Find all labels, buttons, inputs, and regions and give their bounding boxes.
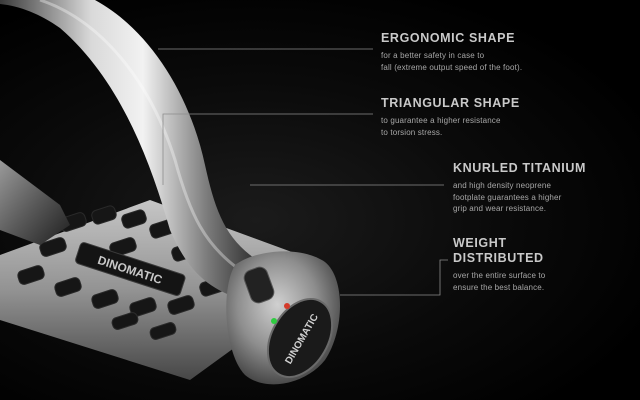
- callout-desc: over the entire surface to ensure the be…: [453, 270, 613, 293]
- leader-lines: [158, 48, 448, 296]
- leader-triangular: [162, 113, 373, 185]
- desc-line: footplate guarantees a higher: [453, 192, 562, 202]
- desc-line: to torsion stress.: [381, 127, 443, 137]
- callout-desc: to guarantee a higher resistance to tors…: [381, 115, 571, 138]
- callout-ergonomic-shape: ERGONOMIC SHAPE for a better safety in c…: [381, 31, 581, 73]
- left-arm: [0, 160, 70, 245]
- desc-line: fall (extreme output speed of the foot).: [381, 62, 523, 72]
- desc-line: for a better safety in case to: [381, 51, 485, 60]
- desc-line: and high density neoprene: [453, 181, 552, 190]
- desc-line: over the entire surface to: [453, 271, 546, 280]
- callout-title: TRIANGULAR SHAPE: [381, 96, 520, 110]
- led-green: [271, 318, 277, 324]
- callout-title: WEIGHT DISTRIBUTED: [453, 236, 613, 266]
- desc-line: grip and wear resistance.: [453, 204, 547, 213]
- hub-badge: [266, 298, 334, 378]
- callout-title: ERGONOMIC SHAPE: [381, 31, 516, 45]
- desc-line: ensure the best balance.: [453, 282, 545, 292]
- title-line: WEIGHT: [453, 236, 507, 250]
- desc-line: to guarantee a higher resistance: [381, 116, 501, 125]
- callout-weight-distributed: WEIGHT DISTRIBUTED over the entire surfa…: [453, 236, 613, 293]
- rubber-pads: [17, 205, 225, 340]
- title-line: DISTRIBUTED: [453, 251, 544, 265]
- hub-slot: [243, 266, 275, 304]
- callout-triangular-shape: TRIANGULAR SHAPE to guarantee a higher r…: [381, 96, 571, 138]
- callout-desc: and high density neoprene footplate guar…: [453, 180, 613, 215]
- main-arm: [0, 0, 260, 300]
- callout-knurled-titanium: KNURLED TITANIUM and high density neopre…: [453, 161, 613, 215]
- leader-weight: [340, 259, 448, 296]
- callout-title: KNURLED TITANIUM: [453, 161, 586, 175]
- led-red: [284, 303, 290, 309]
- callout-desc: for a better safety in case to fall (ext…: [381, 50, 581, 73]
